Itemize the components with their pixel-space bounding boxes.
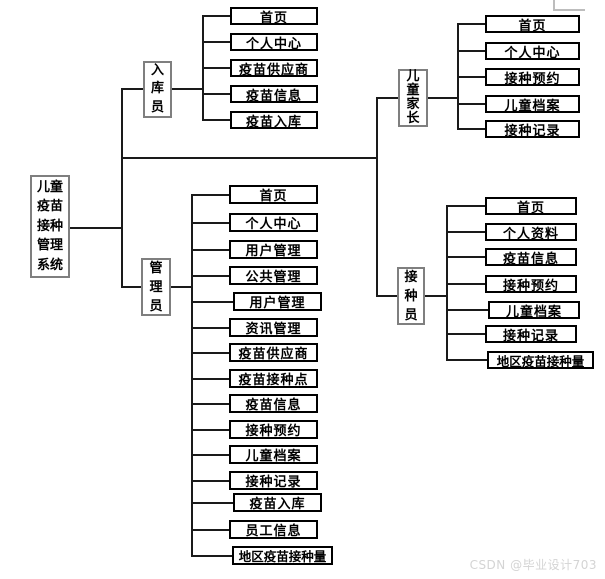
- connector-line: [203, 93, 230, 95]
- connector-line: [377, 97, 398, 99]
- connector-line: [447, 283, 485, 285]
- tree-node-leaf: 疫苗入库: [233, 493, 322, 512]
- tree-node-leaf: 接种预约: [485, 68, 580, 87]
- connector-line: [447, 231, 485, 233]
- connector-line: [121, 88, 123, 288]
- branch-node-vaccinator: 接 种 员: [397, 267, 425, 325]
- connector-line: [458, 23, 485, 25]
- tree-node-leaf: 公共管理: [229, 266, 318, 285]
- tree-node-leaf: 首页: [485, 15, 580, 34]
- tree-node-leaf: 用户管理: [229, 240, 318, 259]
- tree-node-leaf: 个人中心: [485, 42, 580, 61]
- connector-line: [447, 309, 488, 311]
- connector-line: [203, 41, 230, 43]
- connector-line: [192, 403, 229, 405]
- connector-line: [192, 352, 229, 354]
- tree-node-leaf: 资讯管理: [229, 318, 318, 337]
- tree-node-leaf: 员工信息: [229, 520, 318, 539]
- tree-node-leaf: 疫苗供应商: [230, 59, 318, 78]
- connector-line: [428, 97, 458, 99]
- tree-node-leaf: 首页: [485, 197, 577, 216]
- connector-line: [122, 286, 141, 288]
- branch-node-warehouse-clerk: 入 库 员: [143, 61, 172, 118]
- tree-node-leaf: 首页: [229, 185, 318, 204]
- connector-line: [425, 295, 447, 297]
- tree-node-leaf: 个人中心: [230, 33, 318, 52]
- connector-line: [172, 88, 203, 90]
- connector-line: [376, 97, 378, 297]
- tree-node-leaf: 地区疫苗接种量: [232, 546, 333, 565]
- connector-line: [192, 502, 233, 504]
- branch-node-child-parent: 儿 童 家 长: [398, 69, 428, 127]
- connector-line: [458, 128, 485, 130]
- connector-line: [70, 227, 122, 229]
- tree-node-leaf: 疫苗入库: [230, 111, 318, 130]
- tree-node-leaf: 首页: [230, 7, 318, 26]
- connector-line: [192, 555, 232, 557]
- connector-line: [192, 249, 229, 251]
- tree-node-leaf: 疫苗信息: [229, 394, 318, 413]
- connector-line: [447, 205, 485, 207]
- connector-line: [458, 103, 485, 105]
- tree-node-leaf: 疫苗供应商: [229, 343, 318, 362]
- connector-line: [192, 454, 229, 456]
- connector-line: [447, 256, 485, 258]
- connector-line: [458, 50, 485, 52]
- tree-node-leaf: 接种记录: [485, 120, 580, 139]
- tree-node-leaf: 疫苗信息: [485, 248, 577, 267]
- tree-node-leaf: 儿童档案: [229, 445, 318, 464]
- connector-line: [458, 76, 485, 78]
- connector-line: [192, 529, 229, 531]
- tree-node-leaf: 接种预约: [485, 275, 577, 294]
- connector-line: [447, 333, 485, 335]
- connector-line: [203, 119, 230, 121]
- root-node-system: 儿童 疫苗 接种 管理 系统: [30, 175, 70, 278]
- connector-line: [192, 301, 233, 303]
- tree-node-leaf: 个人中心: [229, 213, 318, 232]
- tree-node-leaf: 儿童档案: [488, 301, 580, 320]
- connector-line: [191, 194, 193, 557]
- tree-node-leaf: 疫苗信息: [230, 85, 318, 104]
- connector-line: [377, 295, 397, 297]
- connector-line: [192, 194, 229, 196]
- connector-line: [192, 480, 229, 482]
- tree-node-leaf: 个人资料: [485, 223, 577, 242]
- connector-line: [192, 222, 229, 224]
- connector-line: [122, 88, 143, 90]
- tree-node-leaf: 接种预约: [229, 420, 318, 439]
- connector-line: [192, 378, 229, 380]
- connector-line: [192, 327, 229, 329]
- tree-node-leaf: 用户管理: [233, 292, 322, 311]
- connector-line: [447, 359, 487, 361]
- branch-node-admin: 管 理 员: [141, 258, 171, 316]
- connector-line: [171, 286, 192, 288]
- tree-node-leaf: 疫苗接种点: [229, 369, 318, 388]
- tree-node-leaf: 接种记录: [229, 471, 318, 490]
- connector-line: [192, 275, 229, 277]
- tree-node-leaf: 接种记录: [485, 325, 577, 344]
- connector-line: [203, 15, 230, 17]
- connector-line: [192, 429, 229, 431]
- connector-line: [122, 157, 377, 159]
- tree-node-leaf: 儿童档案: [485, 95, 580, 114]
- cropped-box-fragment: [553, 0, 585, 11]
- tree-node-leaf: 地区疫苗接种量: [487, 351, 594, 369]
- watermark-text: CSDN @毕业设计703: [469, 558, 597, 572]
- connector-line: [203, 67, 230, 69]
